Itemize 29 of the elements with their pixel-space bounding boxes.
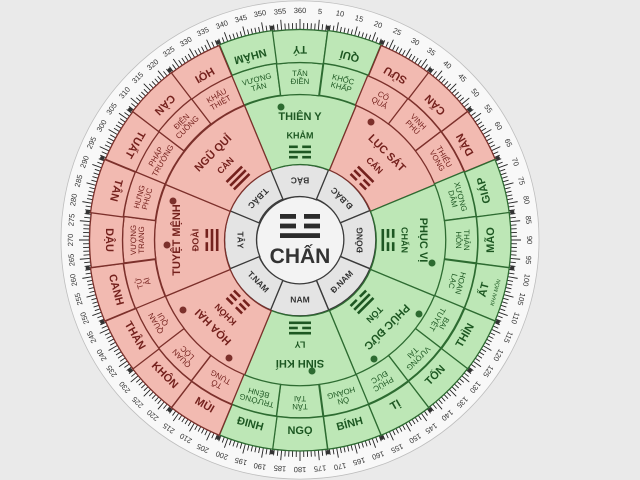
- direction-name: TÂY: [236, 231, 244, 248]
- mountain-name: GIÁP: [476, 176, 494, 205]
- mountain-name: MÙI: [192, 396, 216, 416]
- direction-name: BẮC: [290, 176, 310, 184]
- mountain-name: TỊ: [388, 398, 404, 414]
- mountain-name: QUÍ: [338, 46, 361, 63]
- mountain-name: ĐINH: [236, 416, 265, 434]
- star-name: TUYỆT MỆNH: [172, 204, 184, 276]
- mountain-name: ẤT: [478, 281, 492, 298]
- mountain-name: TÝ: [292, 42, 308, 54]
- trigram-name: ĐOÀI: [191, 228, 201, 252]
- mountain-name: NHÂM: [232, 44, 268, 64]
- direction-name: NAM: [290, 296, 310, 304]
- direction-name: ĐÔNG: [356, 227, 364, 253]
- mountain-name: SỬU: [382, 62, 410, 85]
- palace-name: CHẤN: [270, 246, 330, 268]
- star-name: THIÊN Y: [278, 112, 322, 124]
- star-name: SINH KHÍ: [276, 356, 324, 368]
- mountain-name: TÂN: [106, 178, 124, 203]
- trigram-name: CHẤN: [399, 226, 409, 253]
- star-name: PHỤC VỊ: [416, 218, 428, 262]
- trigram-name: KHẢM: [286, 131, 314, 141]
- mountain-name: CANH: [104, 272, 124, 307]
- trigram-name: LY: [294, 339, 306, 349]
- mountain-name: MÃO: [486, 227, 498, 253]
- mountain-name: BÍNH: [335, 416, 364, 434]
- mountain-name: HỢI: [192, 64, 216, 84]
- mountain-name: NGỌ: [287, 426, 313, 438]
- mountain-name: DẬU: [102, 228, 114, 252]
